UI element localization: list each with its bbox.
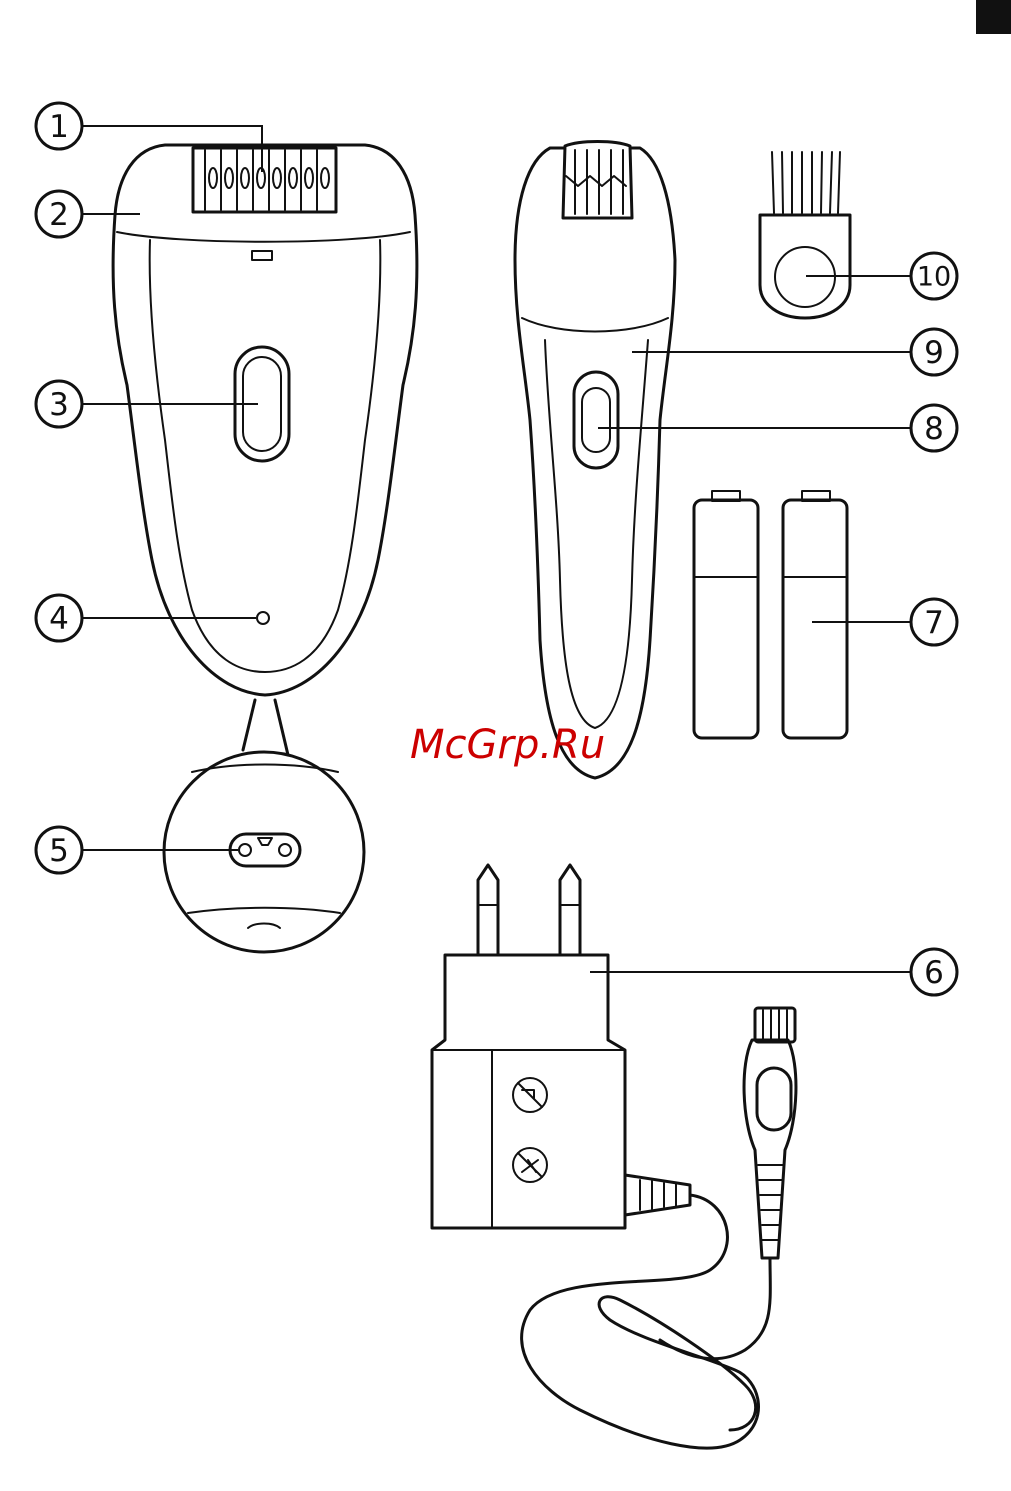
battery-right-body	[783, 500, 847, 738]
bristle-1	[772, 152, 774, 213]
epilator	[113, 145, 417, 695]
callout-5-label: 5	[49, 833, 69, 869]
battery-right	[783, 491, 847, 738]
no-water-icon	[513, 1078, 547, 1112]
socket-lower-band	[188, 908, 340, 913]
epilating-head	[193, 148, 336, 212]
socket-detail-circle	[164, 752, 364, 952]
callout-3: 3	[36, 381, 82, 427]
callout-4-label: 4	[49, 601, 69, 637]
adapter-prong-left	[478, 865, 498, 955]
callout-6: 6	[911, 949, 957, 995]
trimmer-switch-inner	[582, 388, 610, 452]
callout-9-label: 9	[924, 335, 944, 371]
charging-light	[257, 612, 269, 624]
device-plug-tip	[755, 1008, 795, 1042]
callout-1-label: 1	[49, 109, 69, 145]
trimmer-switch-outer	[574, 372, 618, 468]
adapter-prong-right	[560, 865, 580, 955]
adapter	[432, 865, 796, 1448]
no-water-icon-slash	[518, 1083, 542, 1107]
callout-8: 8	[911, 405, 957, 451]
bristle-6	[821, 152, 822, 213]
adapter-cord-to-plug	[660, 1258, 770, 1359]
cleaning-brush	[760, 152, 850, 318]
epilator-notch	[252, 251, 272, 260]
callout-5: 5	[36, 827, 82, 873]
socket-pin-left	[239, 844, 251, 856]
trimmer-inner-outline	[545, 340, 648, 728]
callout-8-label: 8	[924, 411, 944, 447]
trimmer-head	[563, 142, 632, 219]
bristle-2	[782, 152, 783, 213]
callout-7: 7	[911, 599, 957, 645]
trimmer-head-frame	[563, 142, 632, 219]
batteries	[694, 491, 847, 738]
callout-7-label: 7	[924, 605, 944, 641]
bristle-8	[838, 152, 840, 213]
adapter-cord	[522, 1195, 759, 1448]
battery-left-body	[694, 500, 758, 738]
adapter-strain-relief	[625, 1175, 690, 1215]
device-plug-grip	[757, 1068, 791, 1130]
brush-handle	[760, 215, 850, 318]
socket-key	[258, 838, 272, 845]
bristle-7	[830, 152, 832, 213]
callout-3-label: 3	[49, 387, 69, 423]
watermark: McGrp.Ru	[410, 722, 605, 768]
no-bath-icon	[513, 1148, 547, 1182]
zoom-pointer	[243, 700, 288, 755]
callout-6-label: 6	[924, 955, 944, 991]
epilator-inner-outline	[150, 240, 381, 672]
socket-pin-right	[279, 844, 291, 856]
callout-2-label: 2	[49, 197, 69, 233]
callout-9: 9	[911, 329, 957, 375]
trimmer-body	[515, 148, 675, 778]
socket-bottom-notch	[248, 924, 280, 929]
epilator-head-seam	[117, 232, 410, 242]
callout-1: 1	[36, 103, 82, 149]
page-corner-tab	[976, 0, 1011, 34]
callout-4: 4	[36, 595, 82, 641]
trimmer	[515, 142, 675, 779]
callout-10: 10	[911, 253, 957, 299]
callout-2: 2	[36, 191, 82, 237]
battery-left	[694, 491, 758, 738]
socket-detail	[164, 752, 364, 952]
adapter-plug-body	[432, 955, 625, 1228]
callout-10-label: 10	[917, 262, 951, 293]
trimmer-head-seam	[522, 318, 668, 332]
no-bath-icon-figure	[522, 1160, 538, 1172]
